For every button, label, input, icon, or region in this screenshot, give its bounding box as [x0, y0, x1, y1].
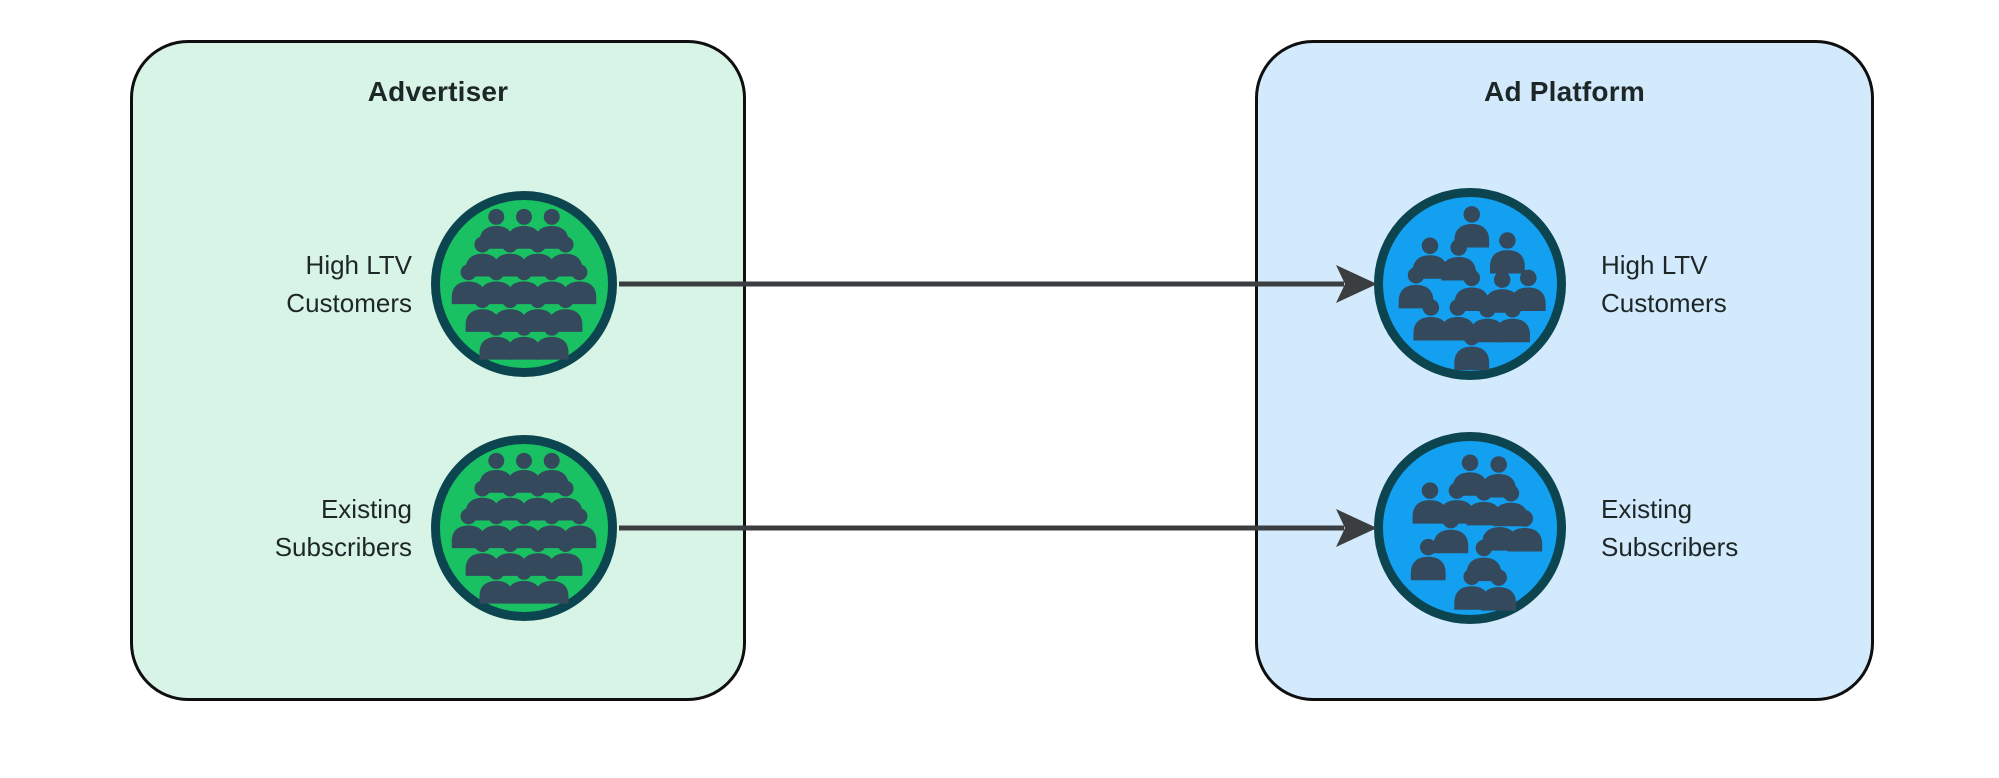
advertiser-high-ltv-label: High LTV Customers — [286, 250, 412, 318]
ad-platform-high-ltv-crowd-icon — [1374, 188, 1566, 380]
ad-platform-existing-subscribers-crowd-icon — [1374, 432, 1566, 624]
ad-platform-existing-subscribers-label: Existing Subscribers — [1601, 494, 1739, 562]
advertiser-existing-subscribers-label: Existing Subscribers — [274, 494, 412, 562]
ad-platform-panel: Ad Platform — [1255, 40, 1874, 701]
advertiser-panel: Advertiser — [130, 40, 746, 701]
ad-platform-panel-title: Ad Platform — [1484, 76, 1645, 107]
ad-platform-high-ltv-label: High LTV Customers — [1601, 250, 1727, 318]
advertiser-existing-subscribers-crowd-icon — [431, 435, 617, 621]
advertiser-panel-title: Advertiser — [367, 76, 509, 107]
advertiser-high-ltv-crowd-icon — [431, 191, 617, 377]
